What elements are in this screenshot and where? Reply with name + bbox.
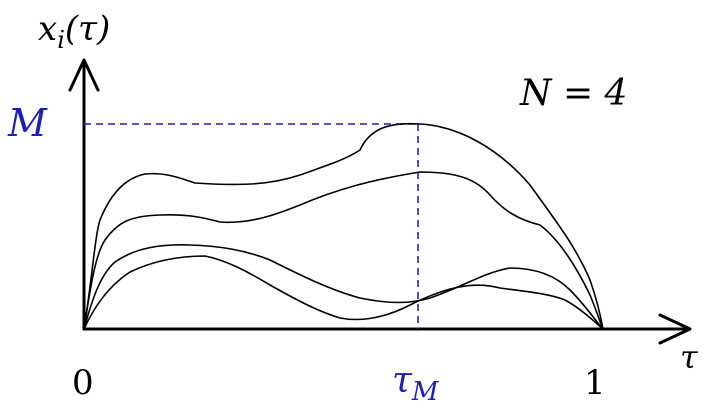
y-axis-label: xi(τ) xyxy=(38,9,110,54)
tau-m-symbol: τ xyxy=(392,360,413,401)
curves xyxy=(83,122,604,330)
tau-m-label: τM xyxy=(392,360,440,401)
y-axis-symbol: x xyxy=(38,9,57,49)
y-axis-argument: (τ) xyxy=(65,9,110,49)
path-1 xyxy=(83,122,604,330)
x-axis-arrowhead xyxy=(658,313,692,345)
origin-label: 0 xyxy=(72,363,94,401)
y-axis-arrowhead xyxy=(68,58,100,92)
n-label: N = 4 xyxy=(519,73,627,114)
x-axis-label: τ xyxy=(680,338,699,376)
one-label: 1 xyxy=(584,363,606,401)
max-guides xyxy=(84,123,419,329)
path-3 xyxy=(83,244,604,330)
axes xyxy=(68,58,692,345)
max-label: M xyxy=(7,101,48,145)
path-4 xyxy=(83,255,604,330)
path-2 xyxy=(83,171,604,330)
tau-m-subscript: M xyxy=(411,377,440,401)
y-axis-subscript: i xyxy=(57,26,65,54)
